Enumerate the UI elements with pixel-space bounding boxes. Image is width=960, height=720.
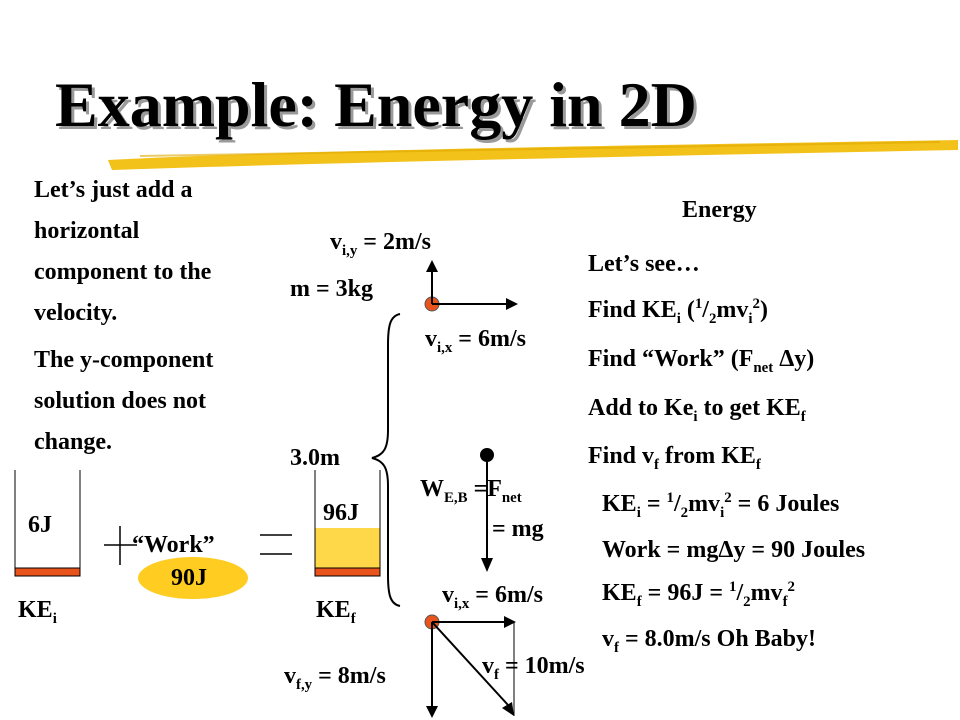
viy-label: vi,y = 2m/s bbox=[330, 229, 431, 259]
weight-force-label: WE,B =Fnet bbox=[420, 476, 522, 506]
step-line: Find “Work” (Fnet Δy) bbox=[588, 345, 815, 376]
kef-label: KEf bbox=[316, 597, 356, 627]
height-label: 3.0m bbox=[290, 445, 340, 471]
work-oval bbox=[138, 557, 248, 599]
height-brace bbox=[371, 313, 401, 607]
title-underline-brush bbox=[108, 140, 958, 170]
kef-value: 96J bbox=[323, 500, 359, 526]
vix-bottom-label: vi,x = 6m/s bbox=[442, 582, 543, 612]
plus-icon bbox=[104, 526, 137, 565]
work-value: 90J bbox=[171, 565, 207, 591]
vix-top-label: vi,x = 6m/s bbox=[425, 326, 526, 356]
kei-bar-chart bbox=[14, 470, 81, 577]
step-line: Find vf from KEf bbox=[588, 443, 761, 474]
mg-label: = mg bbox=[492, 516, 544, 542]
step-line: Add to Kei to get KEf bbox=[588, 394, 806, 425]
left-line: solution does not bbox=[34, 388, 207, 414]
kef-bar-chart bbox=[314, 470, 381, 577]
result-line: KEi = 1/2mvi2 = 6 Joules bbox=[602, 490, 840, 521]
energy-heading: Energy bbox=[682, 197, 757, 223]
page-title: Example: Energy in 2D bbox=[55, 69, 697, 140]
result-line: vf = 8.0m/s Oh Baby! bbox=[602, 625, 817, 656]
bottom-ball bbox=[424, 614, 516, 718]
top-ball bbox=[424, 260, 518, 312]
kei-value: 6J bbox=[28, 512, 52, 538]
left-line: The y-component bbox=[34, 347, 214, 373]
step-line: Let’s see… bbox=[588, 251, 700, 277]
left-line: velocity. bbox=[34, 300, 118, 326]
left-line: Let’s just add a bbox=[34, 177, 193, 203]
gravity-arrow bbox=[480, 448, 494, 572]
left-line: component to the bbox=[34, 259, 212, 285]
equals-icon bbox=[260, 534, 292, 555]
left-explanation: Let’s just add a horizontal component to… bbox=[34, 170, 294, 463]
result-line: KEf = 96J = 1/2mvf2 bbox=[602, 578, 795, 610]
left-line: change. bbox=[34, 429, 112, 455]
mass-label: m = 3kg bbox=[290, 276, 374, 302]
vfy-label: vf,y = 8m/s bbox=[284, 663, 386, 693]
vf-label: vf = 10m/s bbox=[482, 653, 585, 683]
steps-list: Let’s see… Find KEi (1/2mvi2) Find “Work… bbox=[588, 244, 814, 485]
left-line: horizontal bbox=[34, 218, 140, 244]
work-label: “Work” bbox=[132, 532, 215, 558]
step-line: Find KEi (1/2mvi2) bbox=[588, 296, 768, 327]
result-line: Work = mgΔy = 90 Joules bbox=[602, 536, 866, 563]
results-list: KEi = 1/2mvi2 = 6 Joules Work = mgΔy = 9… bbox=[602, 480, 865, 666]
kei-label: KEi bbox=[18, 597, 57, 627]
